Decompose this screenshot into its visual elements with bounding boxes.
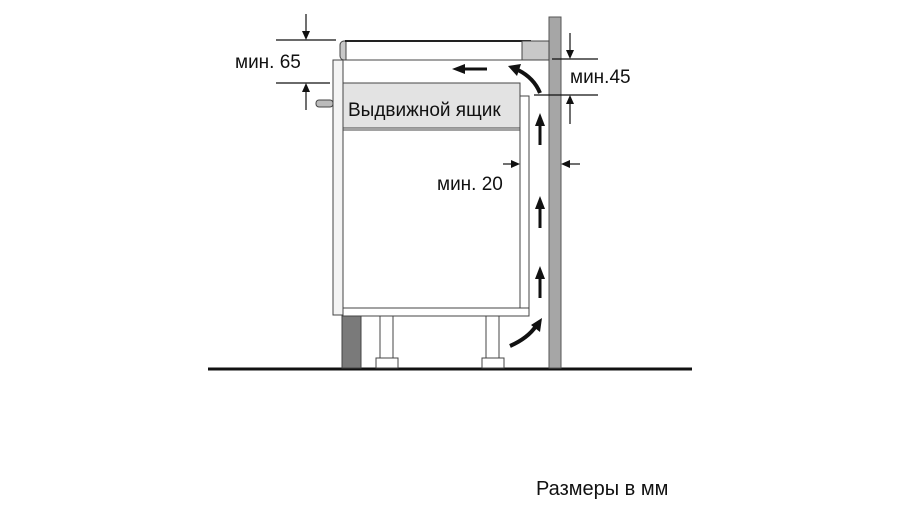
dim-20 — [503, 160, 580, 168]
drawer-label: Выдвижной ящик — [348, 100, 501, 121]
hob — [339, 40, 550, 61]
dim-label-20: мин. 20 — [437, 174, 503, 195]
dim-label-45: мин.45 — [570, 67, 631, 88]
back-panel — [519, 95, 530, 309]
units-caption: Размеры в мм — [536, 478, 669, 500]
leg-left — [375, 315, 399, 369]
dim-45 — [534, 33, 598, 124]
knob — [315, 99, 334, 108]
cabinet-body — [342, 129, 530, 317]
plinth — [341, 315, 362, 369]
dim-label-65: мин. 65 — [235, 52, 301, 73]
cabinet-front — [332, 59, 344, 316]
drawer — [342, 82, 521, 129]
wall — [548, 16, 562, 369]
leg-right — [481, 315, 505, 369]
airflow-arrows — [452, 64, 545, 348]
dim-65 — [276, 14, 336, 110]
